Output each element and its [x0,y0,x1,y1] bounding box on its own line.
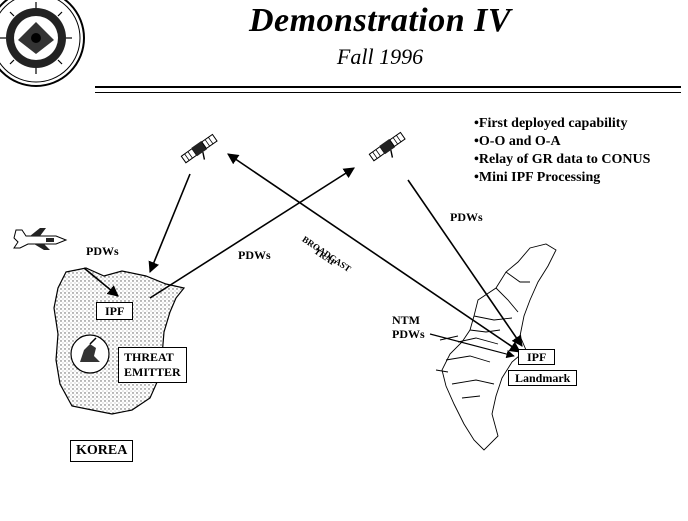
threat-emitter-box: THREAT EMITTER [118,347,187,383]
slide-subtitle: Fall 1996 [336,44,424,69]
threat-line2: EMITTER [124,365,181,379]
conus-map [435,243,557,451]
arrow-ntm [429,333,515,359]
arrow-sat1-to-korea [148,173,191,274]
dod-seal-icon [0,0,85,87]
header-rule-thin [95,92,681,93]
arrow-sat2-to-conus [407,179,523,347]
pdws-middle-label: PDWs [238,248,271,262]
korea-label-box: KOREA [70,440,134,462]
ipf-korea-box: IPF [96,302,134,320]
korea-map [53,267,186,415]
slide-title: Demonstration IV [248,2,512,39]
bullet-list: •First deployed capability •O-O and O-A … [474,115,650,187]
header-rule [95,86,681,88]
threat-emitter-icon [70,334,110,374]
satellite-icon [180,133,218,164]
arrow-aircraft-to-ipf [83,267,119,297]
ntm-pdws-label: PDWs [392,327,425,341]
ipf-conus-box: IPF [518,349,556,365]
satellite-icon [368,131,406,162]
aircraft-icon [13,228,68,250]
arrow-ipf-to-sat2 [149,167,355,299]
pdws-aircraft-label: PDWs [86,244,119,258]
arrow-trap-broadcast [227,153,521,353]
landmark-box: Landmark [508,370,578,386]
bullet-item: •O-O and O-A [474,134,561,149]
threat-line1: THREAT [124,350,174,364]
bullet-item: •First deployed capability [474,116,628,131]
pdws-right-label: PDWs [450,210,483,224]
ntm-label: NTM [392,313,420,327]
